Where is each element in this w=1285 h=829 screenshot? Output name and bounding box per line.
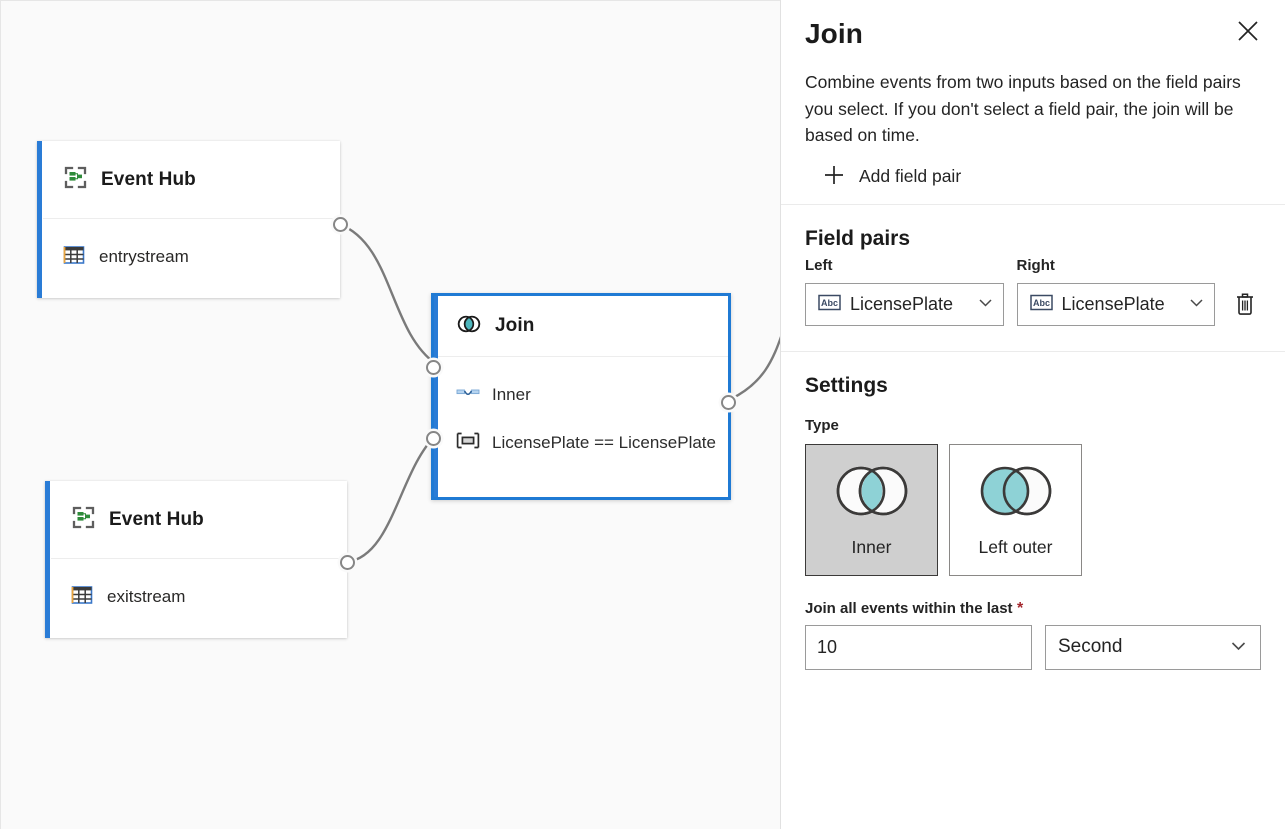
join-window-value-input[interactable]	[805, 624, 1032, 670]
panel-divider	[781, 350, 1285, 352]
left-label: Left	[805, 256, 833, 274]
node-stream-label: exitstream	[107, 587, 186, 606]
left-field-value: LicensePlate	[850, 293, 954, 314]
abc-string-icon: Abc	[818, 294, 841, 314]
panel-divider	[781, 203, 1285, 205]
node-divider	[51, 558, 347, 559]
input-port-left[interactable]	[426, 360, 441, 375]
join-type-row: Inner	[434, 371, 728, 419]
right-field-value: LicensePlate	[1061, 293, 1165, 314]
join-type-options: Inner Left outer	[805, 443, 1261, 576]
event-hub-icon	[71, 505, 96, 535]
add-field-pair-label: Add field pair	[859, 165, 962, 186]
svg-text:Abc: Abc	[1033, 298, 1050, 308]
type-label: Type	[805, 416, 839, 434]
venn-inner-icon	[830, 462, 914, 523]
node-accent-bar	[45, 481, 50, 638]
edge-join-to-output	[730, 336, 780, 401]
field-pair-right: Right Abc LicensePlate	[1016, 256, 1216, 326]
node-divider	[43, 218, 340, 219]
node-accent-bar	[37, 141, 42, 298]
field-pair-row: Left Abc LicensePlate	[805, 257, 1261, 326]
add-field-pair-button[interactable]: Add field pair	[805, 156, 961, 189]
event-hub-icon	[63, 165, 88, 195]
node-divider	[434, 356, 728, 357]
output-port[interactable]	[721, 395, 736, 410]
table-icon	[63, 244, 85, 271]
node-join[interactable]: Join Inner	[426, 293, 736, 500]
node-accent-bar	[434, 296, 438, 497]
join-window-unit-value: Second	[1058, 636, 1123, 658]
trash-icon	[1236, 293, 1253, 316]
right-label: Right	[1016, 256, 1055, 274]
settings-heading: Settings	[805, 373, 888, 397]
node-header: Join	[434, 296, 728, 356]
close-button[interactable]	[1231, 14, 1265, 48]
join-window-label-row: Join all events within the last *	[805, 600, 1261, 618]
plus-icon	[823, 164, 845, 189]
node-title: Event Hub	[101, 168, 196, 190]
venn-left-outer-icon	[974, 462, 1058, 523]
left-field-dropdown[interactable]: Abc LicensePlate	[805, 282, 1004, 326]
join-type-inner-option[interactable]: Inner	[805, 443, 938, 576]
close-icon	[1238, 21, 1258, 41]
node-header: Event Hub	[37, 141, 340, 218]
node-stream-label: entrystream	[99, 247, 189, 266]
join-type-icon	[456, 385, 480, 406]
node-stream-row: entrystream	[37, 219, 340, 295]
table-icon	[71, 584, 93, 611]
node-stream-row: exitstream	[45, 559, 347, 635]
chevron-down-icon	[1188, 294, 1205, 314]
join-properties-panel: Join Combine events from two inputs base…	[780, 0, 1285, 829]
required-marker: *	[1017, 599, 1024, 617]
node-header: Event Hub	[45, 481, 347, 558]
join-type-inner-label: Inner	[851, 536, 892, 557]
edge-exitstream-to-join	[346, 434, 437, 564]
edge-entrystream-to-join	[338, 222, 437, 365]
join-window-unit-dropdown[interactable]: Second	[1045, 624, 1261, 670]
field-pair-icon	[456, 432, 480, 454]
node-title: Event Hub	[109, 508, 204, 530]
page-title: Join	[805, 18, 863, 49]
panel-description: Combine events from two inputs based on …	[805, 72, 1241, 146]
pipeline-canvas[interactable]: Event Hub entrystream	[0, 0, 780, 829]
output-port[interactable]	[340, 555, 355, 570]
chevron-down-icon	[1229, 636, 1248, 658]
output-port[interactable]	[333, 217, 348, 232]
panel-header: Join Combine events from two inputs base…	[781, 18, 1285, 204]
chevron-down-icon	[977, 294, 994, 314]
input-port-right[interactable]	[426, 431, 441, 446]
field-pairs-section: Field pairs Left Abc LicensePlate	[781, 227, 1285, 351]
join-window-label: Join all events within the last	[805, 599, 1013, 617]
settings-section: Settings Type Inner	[781, 374, 1285, 670]
abc-string-icon: Abc	[1029, 294, 1053, 314]
svg-text:Abc: Abc	[821, 298, 838, 308]
join-type-left-outer-label: Left outer	[978, 536, 1053, 557]
join-window-controls: Second	[805, 624, 1261, 670]
right-field-dropdown[interactable]: Abc LicensePlate	[1016, 282, 1216, 326]
join-type-label: Inner	[492, 385, 531, 404]
join-condition-label: LicensePlate == LicensePlate	[492, 433, 716, 452]
field-pair-left: Left Abc LicensePlate	[805, 257, 1004, 326]
join-type-left-outer-option[interactable]: Left outer	[949, 443, 1082, 576]
join-venn-icon	[456, 314, 482, 339]
delete-field-pair-button[interactable]	[1228, 283, 1261, 326]
node-event-hub-exitstream[interactable]: Event Hub exitstream	[45, 481, 355, 638]
node-title: Join	[495, 315, 535, 336]
join-condition-row: LicensePlate == LicensePlate	[434, 419, 728, 467]
node-event-hub-entrystream[interactable]: Event Hub entrystream	[37, 141, 348, 298]
field-pairs-heading: Field pairs	[805, 226, 911, 250]
